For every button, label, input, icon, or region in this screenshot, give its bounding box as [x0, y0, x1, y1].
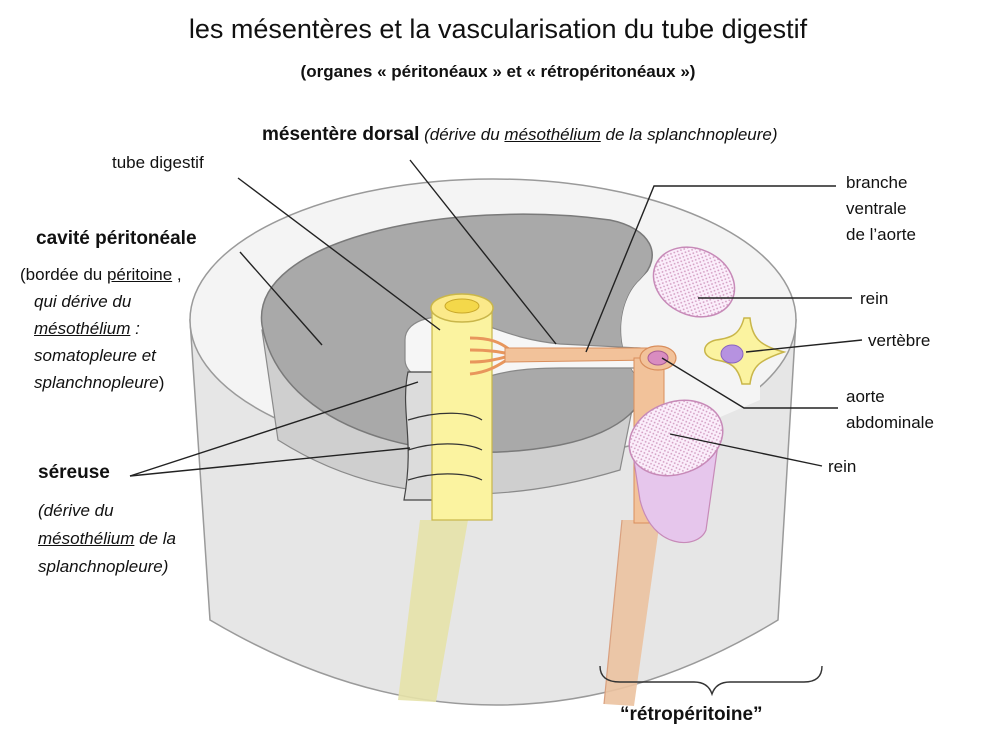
cavite-l3-close: : [130, 319, 140, 338]
gut-lumen [444, 298, 480, 314]
page-title: les mésentères et la vascularisation du … [188, 14, 808, 44]
leader-tube-digestif [237, 177, 441, 331]
label-branche-2: ventrale [846, 199, 907, 218]
ventral-aorta-branch [504, 347, 653, 363]
label-rein-bottom: rein [828, 457, 857, 476]
label-vertebre: vertèbre [868, 331, 931, 350]
mesenteric-vessels [469, 336, 511, 376]
page-subtitle: (organes « péritonéaux » et « rétropérit… [300, 62, 696, 81]
cavite-l5-close: ) [158, 373, 165, 392]
vertebra-core [720, 344, 744, 364]
label-sereuse: séreuse [38, 462, 110, 483]
gut-tube [431, 309, 493, 521]
cavite-line-2: qui dérive du [34, 292, 132, 311]
sereuse-line-1: (dérive du [38, 501, 114, 520]
label-branche-1: branche [846, 173, 908, 192]
leader-rein-bottom [669, 433, 823, 467]
sereuse-line-2: mésothélium de la [38, 526, 176, 552]
cavite-l1-close: , [172, 265, 182, 284]
label-mesentere-dorsal: mésentère dorsal (dérive du mésothélium … [262, 122, 778, 148]
mesentere-name: mésentère dorsal [262, 124, 420, 145]
label-tube-digestif: tube digestif [112, 153, 204, 172]
sereuse-line-3: splanchnopleure) [38, 557, 169, 576]
mesentere-note-open: (dérive du [424, 125, 505, 144]
leader-mesentere [409, 159, 557, 345]
kidney-top [652, 246, 736, 318]
cavite-line-1: (bordée du péritoine , [20, 262, 182, 288]
sereuse-l2-close: de la [134, 529, 176, 548]
leader-sereuse-2 [129, 447, 411, 477]
cavite-l5-text: splanchnopleure [34, 373, 159, 392]
mesentere-note: (dérive du mésothélium de la splanchnopl… [424, 125, 777, 144]
label-aorte-1: aorte [846, 387, 885, 406]
aorta-lower-edge [603, 519, 623, 705]
label-branche-3: de l’aorte [846, 225, 916, 244]
leader-vertebre [745, 339, 863, 353]
mesentere-note-underline: mésothélium [504, 125, 601, 144]
leader-aorte [661, 357, 838, 409]
kidney-bottom [628, 399, 724, 477]
cavite-line-4: somatopleure et [34, 346, 156, 365]
cavite-l1-open: (bordée du [20, 265, 107, 284]
gut-lower-section [398, 520, 468, 702]
gut-wall-lines [407, 412, 483, 481]
leader-cavite [239, 251, 323, 346]
aorta-lumen [647, 350, 669, 366]
cavite-line-3: mésothélium : [34, 316, 140, 342]
label-rein-top: rein [860, 289, 889, 308]
retroperitoneum-bracket [599, 665, 823, 697]
cavite-line-5: splanchnopleure) [34, 370, 164, 396]
leader-branche [585, 185, 836, 353]
label-retroperitoine: “rétropéritoine” [620, 704, 763, 725]
label-aorte-2: abdominale [846, 413, 934, 432]
leader-sereuse-1 [129, 381, 419, 477]
mesentere-note-close: de la splanchnopleure) [600, 125, 778, 144]
sereuse-l2-underline: mésothélium [38, 529, 135, 548]
label-cavite-peritoneale: cavité péritonéale [36, 228, 197, 249]
cavite-l3-underline: mésothélium [34, 319, 131, 338]
cavite-l1-underline: péritoine [106, 265, 173, 284]
